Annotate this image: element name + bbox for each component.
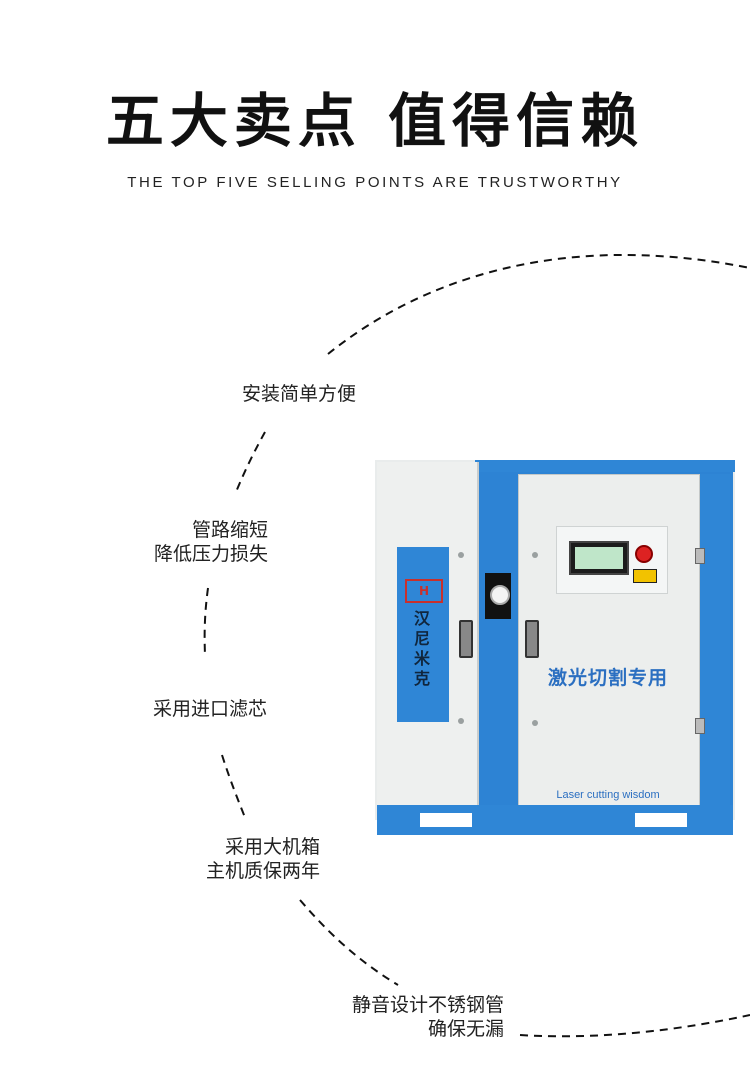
machine-base bbox=[377, 805, 733, 835]
feature-5-line-2: 确保无漏 bbox=[427, 1018, 504, 1040]
feature-3-line-1: 采用进口滤芯 bbox=[152, 698, 267, 720]
hinge-icon bbox=[695, 718, 705, 734]
control-panel bbox=[556, 526, 668, 594]
feature-2: 管路缩短 降低压力损失 bbox=[100, 518, 268, 566]
control-screen bbox=[569, 541, 629, 575]
feature-2-line-2: 降低压力损失 bbox=[153, 543, 268, 565]
door-caption: Laser cutting wisdom bbox=[556, 789, 660, 801]
forklift-slot bbox=[635, 813, 687, 827]
screw-icon bbox=[458, 552, 464, 558]
door-title: 激光切割专用 bbox=[547, 667, 668, 689]
screw-icon bbox=[458, 718, 464, 724]
feature-1-line-1: 安装简单方便 bbox=[241, 383, 356, 405]
page-title: 五大卖点 值得信赖 bbox=[105, 87, 645, 155]
feature-4: 采用大机箱 主机质保两年 bbox=[170, 835, 320, 883]
warning-label-icon bbox=[633, 569, 657, 583]
feature-2-line-1: 管路缩短 bbox=[191, 519, 268, 541]
forklift-slot bbox=[420, 813, 472, 827]
machine-front-door bbox=[518, 474, 700, 809]
front-door-handle bbox=[525, 620, 539, 658]
machine-top-bar bbox=[475, 460, 735, 472]
page-subtitle: THE TOP FIVE SELLING POINTS ARE TRUSTWOR… bbox=[127, 174, 623, 191]
hinge-icon bbox=[695, 548, 705, 564]
feature-3: 采用进口滤芯 bbox=[130, 697, 290, 721]
feature-5-line-1: 静音设计不锈钢管 bbox=[351, 994, 504, 1016]
brand-vertical-text: 汉 尼 米 克 bbox=[414, 609, 431, 688]
pressure-gauge-housing bbox=[485, 573, 511, 619]
brand-badge: H 汉 尼 米 克 bbox=[397, 547, 449, 722]
pressure-gauge-icon bbox=[490, 585, 510, 605]
left-door-handle bbox=[459, 620, 473, 658]
screw-icon bbox=[532, 552, 538, 558]
brand-logo-icon: H bbox=[405, 579, 443, 603]
emergency-stop-icon bbox=[635, 545, 653, 563]
air-compressor-image: H 汉 尼 米 克 激光切割专用 Laser cutting wisdom bbox=[375, 460, 735, 835]
feature-4-line-2: 主机质保两年 bbox=[205, 860, 320, 882]
machine-side-panel bbox=[700, 474, 730, 807]
screw-icon bbox=[532, 720, 538, 726]
feature-4-line-1: 采用大机箱 bbox=[224, 836, 320, 858]
feature-1: 安装简单方便 bbox=[214, 382, 384, 406]
feature-5: 静音设计不锈钢管 确保无漏 bbox=[310, 993, 504, 1041]
